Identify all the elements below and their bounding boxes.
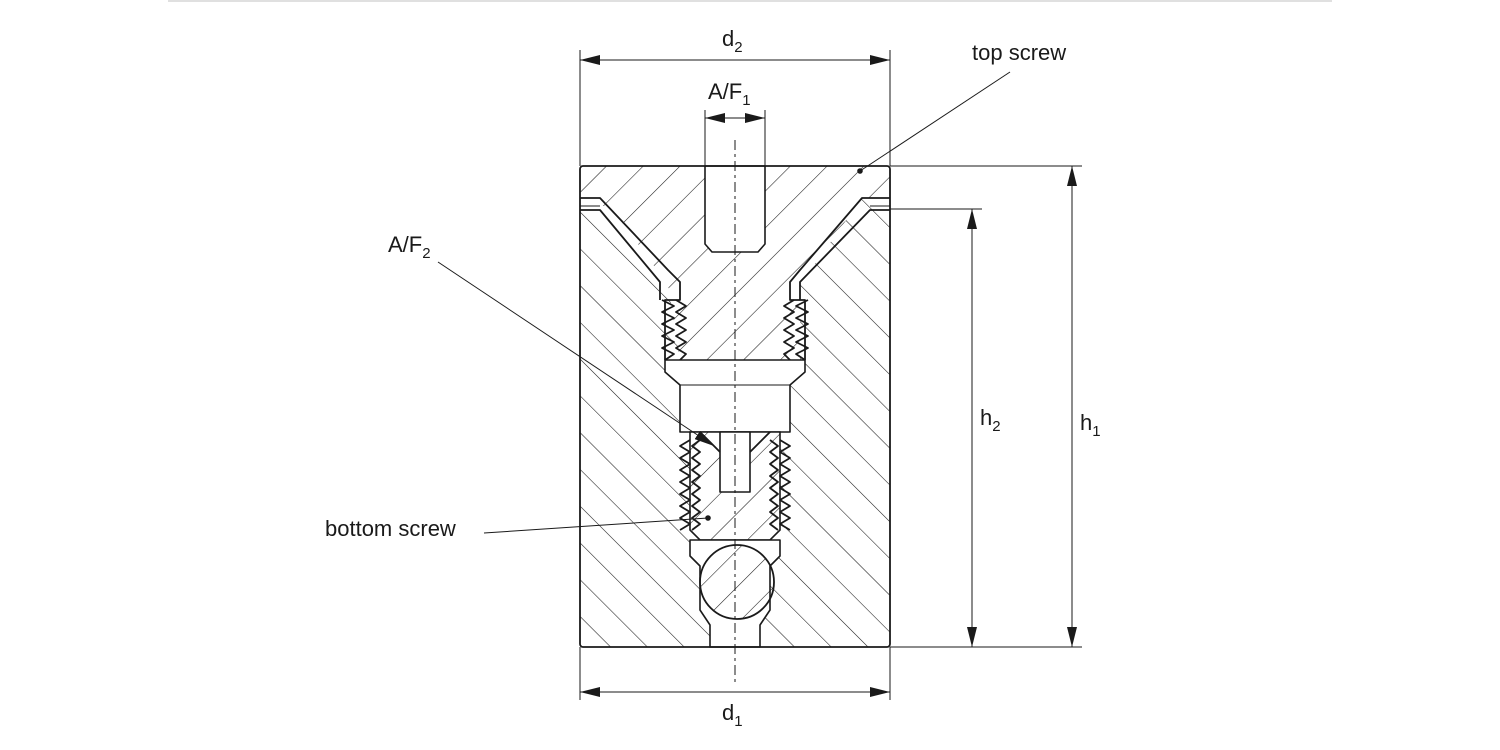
leader-top-screw: top screw: [857, 40, 1066, 174]
lower-thread-left: [679, 439, 701, 531]
lower-thread-right: [769, 439, 791, 531]
svg-text:d2: d2: [722, 26, 743, 56]
top-screw-label: top screw: [972, 40, 1066, 65]
svg-text:h1: h1: [1080, 410, 1101, 440]
svg-text:d1: d1: [722, 700, 743, 730]
upper-thread-right: [783, 299, 809, 361]
leader-bottom-screw: bottom screw: [325, 515, 711, 541]
af2-subscript: 2: [422, 245, 430, 262]
d2-subscript: 2: [734, 39, 742, 56]
dimension-af1: A/F1: [704, 79, 766, 166]
svg-text:A/F2: A/F2: [388, 232, 431, 262]
af2-label: A/F: [388, 232, 422, 257]
d1-subscript: 1: [734, 713, 742, 730]
svg-text:h2: h2: [980, 405, 1001, 435]
svg-text:A/F1: A/F1: [708, 79, 751, 109]
h2-subscript: 2: [992, 418, 1000, 435]
dimension-d1: d1: [579, 647, 891, 730]
dimension-h2: h2: [890, 208, 1001, 647]
top-screw-outline: [580, 197, 890, 360]
h1-label: h: [1080, 410, 1092, 435]
dimension-h1: h1: [890, 165, 1101, 648]
d2-label: d: [722, 26, 734, 51]
dimension-d2: d2: [579, 26, 891, 166]
ball: [699, 544, 775, 620]
h2-label: h: [980, 405, 992, 430]
leader-af2: A/F2: [388, 232, 715, 447]
h1-subscript: 1: [1092, 423, 1100, 440]
d1-label: d: [722, 700, 734, 725]
af1-subscript: 1: [742, 92, 750, 109]
upper-thread-left: [661, 299, 687, 361]
af1-label: A/F: [708, 79, 742, 104]
bottom-screw-label: bottom screw: [325, 516, 456, 541]
